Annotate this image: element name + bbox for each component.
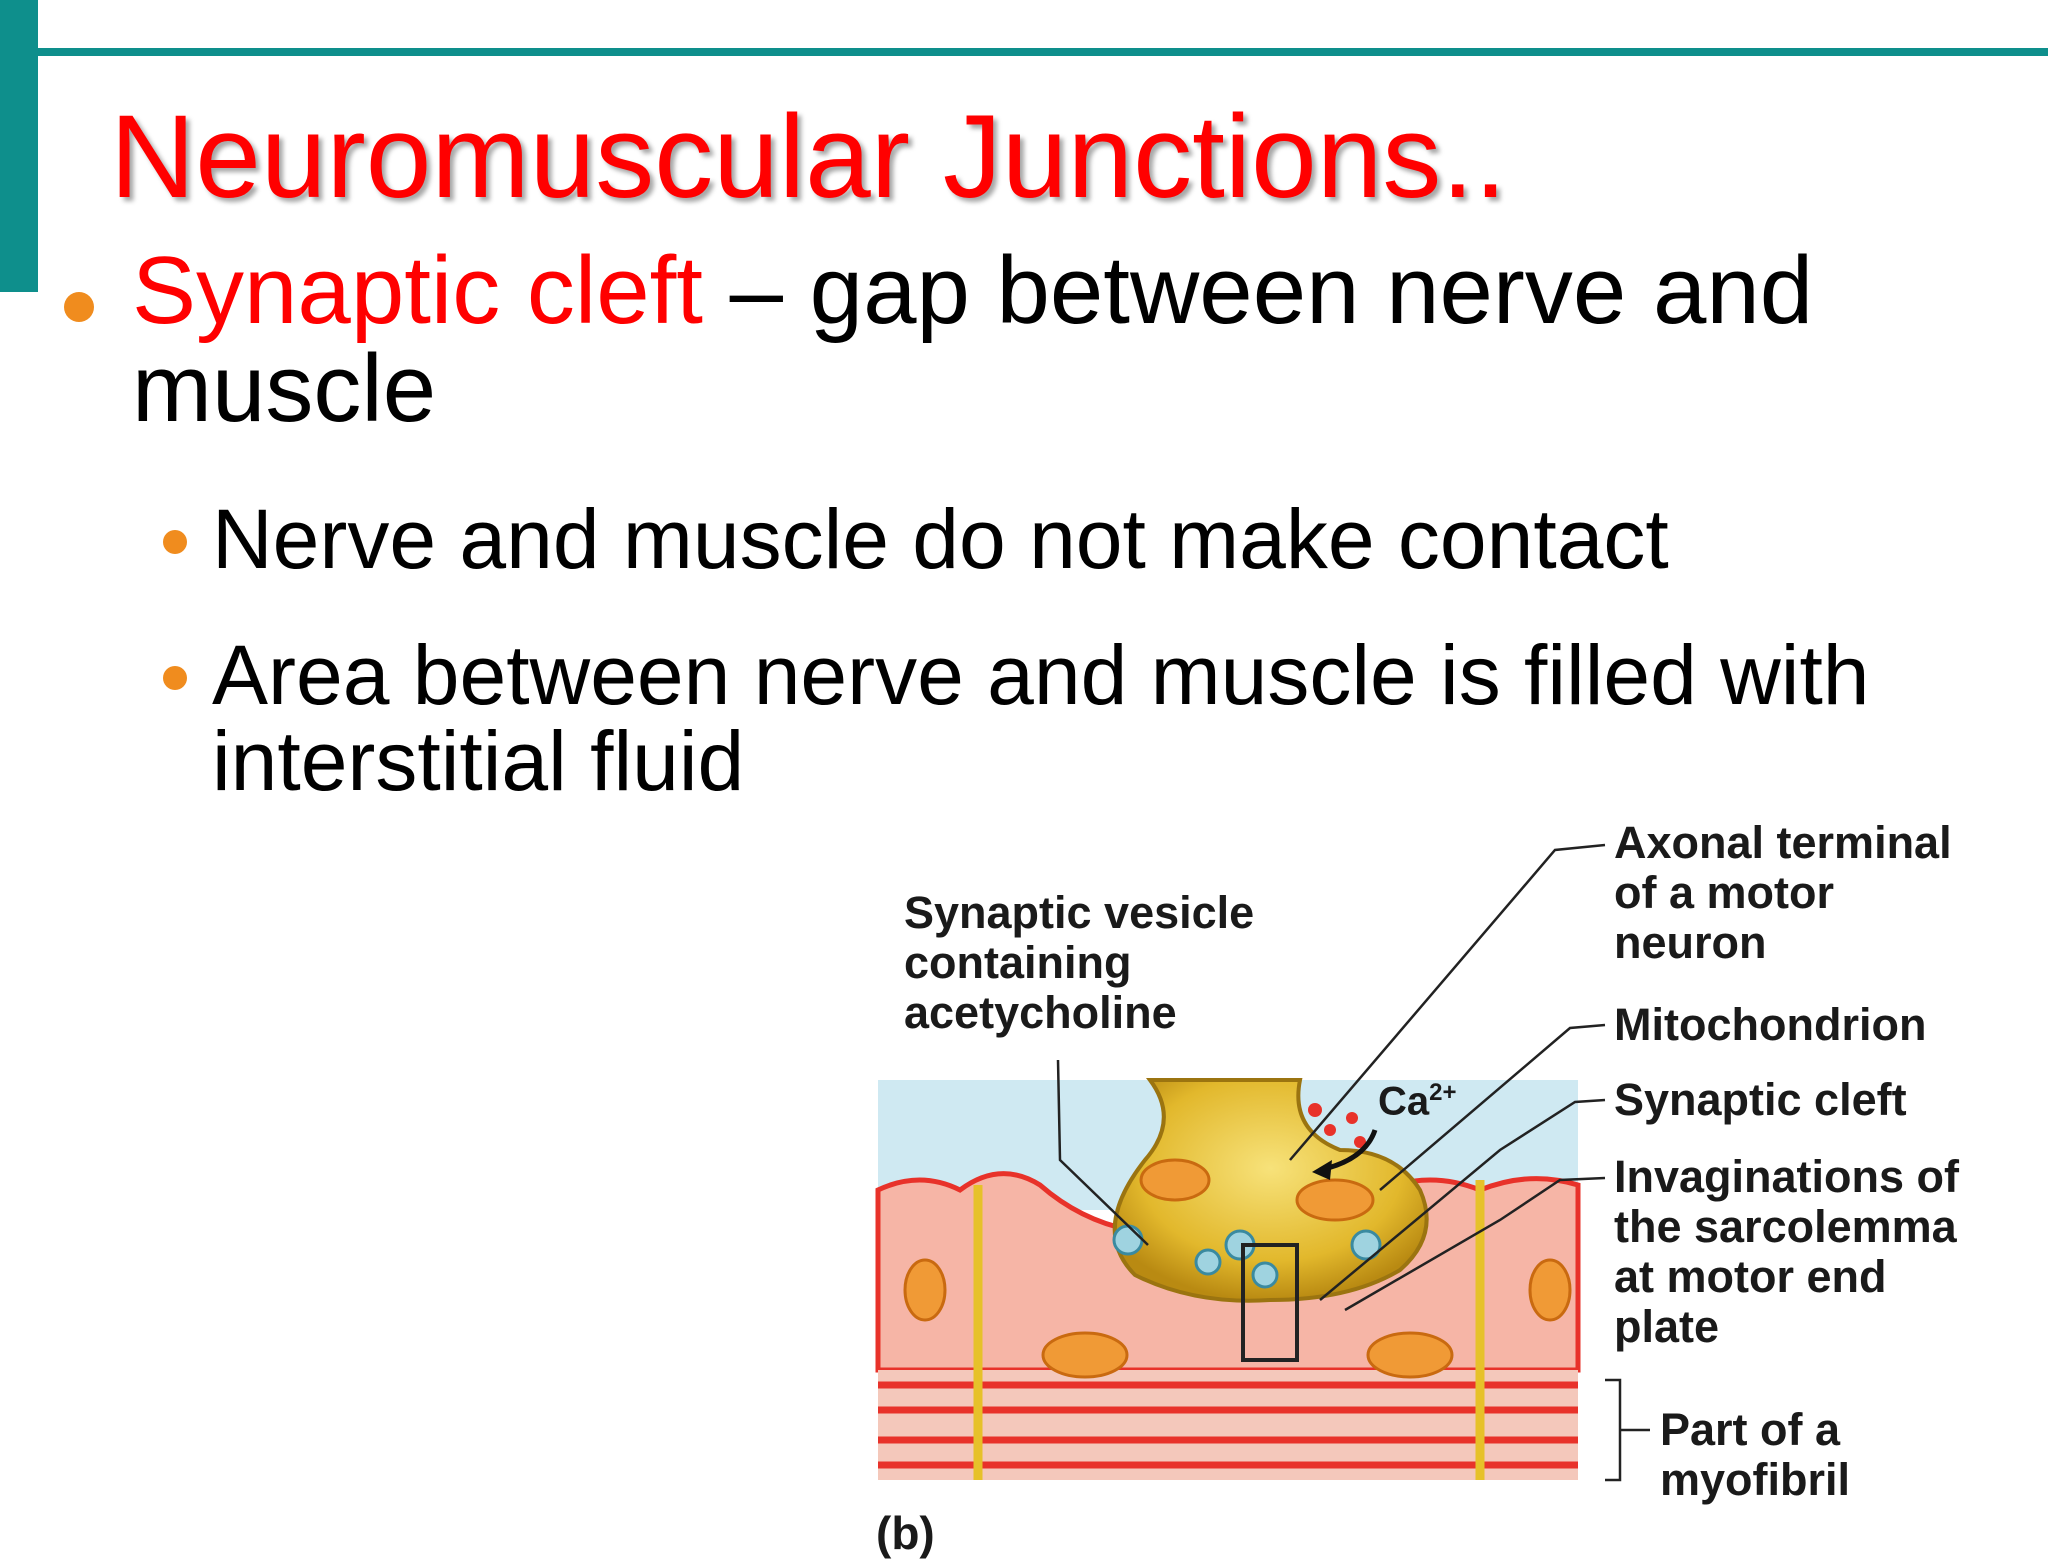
t-tubules [973,1180,1485,1480]
synaptic-vesicles [1112,1224,1382,1289]
calcium-symbol: Ca [1378,1079,1430,1124]
vesicle-label-line: Synaptic vesicle [904,887,1255,938]
invag-label-line: plate [1614,1301,1720,1352]
accent-bar-vertical [0,0,38,292]
bullet-dot [64,292,94,322]
vesicle-label-line: containing [904,937,1132,988]
axonal-label-line: Axonal terminal [1614,817,1952,868]
axonal-label-line: neuron [1614,917,1767,968]
axonal-label-line: of a motor [1614,867,1834,918]
bullet-text: – gap between nerve and muscle [132,237,1814,442]
calcium-label: Ca2+ [1378,1068,1457,1126]
vesicle-label: Synaptic vesicle containing acetycholine [904,888,1254,1038]
myofibril-label-line: myofibril [1660,1454,1851,1505]
panel-label: (b) [876,1507,935,1559]
terminal-mitochondria [1139,1158,1375,1222]
sub-bullet-dot [163,530,187,554]
synaptic-cleft-label: Synaptic cleft [1614,1074,1907,1125]
invaginations-label: Invaginations of the sarcolemma at motor… [1614,1152,1959,1352]
muscle-mitochondria [903,1258,1572,1379]
accent-bar-horizontal [38,48,2048,56]
axonal-terminal-label: Axonal terminal of a motor neuron [1614,818,1952,968]
bullet-term: Synaptic cleft [132,237,703,344]
detail-box [1241,1243,1299,1362]
calcium-ions [1308,1103,1366,1148]
vesicle-label-line: acetycholine [904,987,1177,1038]
myofibril-label: Part of a myofibril [1660,1405,1850,1505]
sub-bullet-no-contact: Nerve and muscle do not make contact [212,492,1669,586]
slide-title: Neuromuscular Junctions.. [110,91,1507,223]
invag-label-line: at motor end [1614,1251,1887,1302]
ca-arrow-head [1312,1160,1332,1180]
calcium-charge: 2+ [1429,1079,1457,1106]
myofibril-label-line: Part of a [1660,1404,1841,1455]
mitochondrion-label: Mitochondrion [1614,999,1927,1050]
invag-label-line: the sarcolemma [1614,1201,1957,1252]
invag-label-line: Invaginations of [1614,1151,1960,1202]
bullet-synaptic-cleft: Synaptic cleft – gap between nerve and m… [132,242,2012,438]
sub-bullet-interstitial-fluid: Area between nerve and muscle is filled … [212,628,1870,808]
sub-bullet-dot [163,666,187,690]
myofibril-stripes [878,1381,1578,1469]
leader-lines [1056,843,1650,1482]
